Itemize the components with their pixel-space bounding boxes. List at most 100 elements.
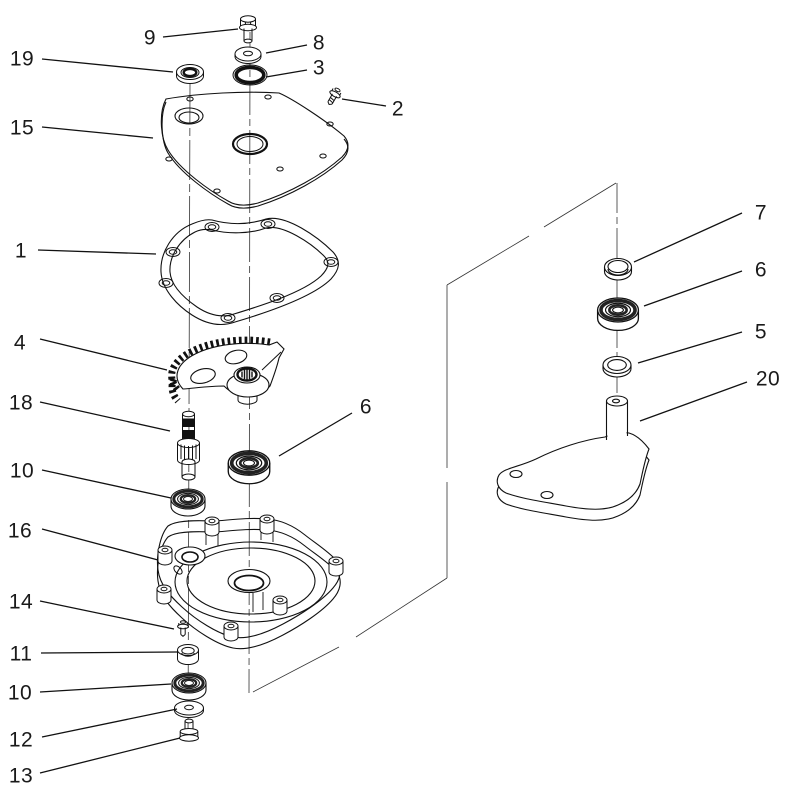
shaft-top xyxy=(182,410,195,418)
leader-13 xyxy=(39,737,181,774)
housing-bowl-rim xyxy=(174,541,328,623)
leader-4 xyxy=(39,338,168,371)
part-15-cover-plate xyxy=(160,91,349,209)
callout-2: 2 xyxy=(391,97,405,121)
washer-hole xyxy=(243,50,253,57)
leader-11 xyxy=(40,651,178,654)
callout-10-upper: 10 xyxy=(9,459,35,483)
race-inner-depth xyxy=(607,268,629,276)
part-8-washer xyxy=(234,46,262,64)
washer12-face xyxy=(174,700,204,716)
ring5-top xyxy=(602,355,632,375)
screw-tip xyxy=(327,101,333,106)
bushing-bore xyxy=(182,67,198,78)
callout-10-lower: 10 xyxy=(7,681,33,705)
housing-bowl-floor xyxy=(186,547,316,615)
callout-1: 1 xyxy=(14,239,28,263)
part-6-bearing-middle xyxy=(226,448,272,486)
leader-3 xyxy=(265,69,308,78)
part-10-bearing-lower xyxy=(170,671,208,702)
plate-thickness-edge xyxy=(161,101,349,209)
leader-10-lower xyxy=(39,683,172,693)
oring-body xyxy=(234,65,266,85)
post-body xyxy=(607,402,627,438)
bolt13-head-top xyxy=(179,728,199,735)
part-4-sector-gear xyxy=(168,336,285,405)
callout-3: 3 xyxy=(312,56,326,80)
leader-9 xyxy=(162,28,239,38)
gear-teeth xyxy=(168,336,271,393)
part-9-bolt xyxy=(239,15,257,44)
plate-screw-holes xyxy=(165,94,334,194)
part-19-bushing xyxy=(176,64,204,84)
housing-flange xyxy=(156,517,341,639)
screw-shank xyxy=(327,93,338,105)
callout-9: 9 xyxy=(143,26,157,50)
leader-2 xyxy=(341,98,387,107)
phantom-boundary-lines xyxy=(252,182,617,693)
callout-18: 18 xyxy=(8,391,34,415)
callout-19: 19 xyxy=(9,47,35,71)
bolt13-flange xyxy=(179,734,199,742)
gear-arm-edge xyxy=(261,351,282,371)
leader-16 xyxy=(41,528,159,561)
housing-left-boss-bore xyxy=(181,551,199,563)
shaft-oring-band-2 xyxy=(182,430,195,439)
callout-4: 4 xyxy=(13,331,27,355)
part-20-arm-spindle xyxy=(496,395,650,521)
leader-19 xyxy=(41,58,174,73)
screw-flange xyxy=(329,90,341,99)
shaft-lower-cylinder xyxy=(181,458,196,477)
phantom-line-top xyxy=(446,182,617,286)
part-11-spacer xyxy=(177,644,199,665)
part-14-screw xyxy=(177,620,189,637)
leader-20 xyxy=(639,381,748,422)
gear-oval-hole-left xyxy=(190,368,216,384)
callout-12: 12 xyxy=(8,728,34,752)
arm-hole-right xyxy=(540,490,554,500)
part-3-oring xyxy=(232,64,268,86)
plate-center-ring-bore xyxy=(236,136,264,152)
callout-5: 5 xyxy=(754,320,768,344)
part-7-bearing-race xyxy=(603,257,633,281)
bolt-shank xyxy=(243,28,253,41)
housing-left-bearing-boss xyxy=(174,546,206,566)
part-16-housing xyxy=(156,514,344,650)
housing-center-bore xyxy=(233,574,265,592)
spacer-bore xyxy=(181,646,195,655)
gear-spline-bore xyxy=(236,367,258,382)
leader-18 xyxy=(39,401,171,432)
callout-6-right: 6 xyxy=(754,258,768,282)
screw-head-top xyxy=(334,87,341,93)
gear-spline-hatch xyxy=(241,369,253,380)
leader-lines xyxy=(37,28,748,774)
washer12-hole xyxy=(184,704,194,711)
part-1-gasket xyxy=(158,217,339,325)
gasket-inner-edge xyxy=(169,226,329,317)
leader-6-right xyxy=(643,270,743,307)
housing-bolt-lugs xyxy=(156,514,344,642)
screw14-head-top xyxy=(180,620,186,624)
callout-15: 15 xyxy=(9,116,35,140)
bolt-head-top xyxy=(240,15,256,23)
gasket-bolt-holes xyxy=(158,219,339,323)
leader-12 xyxy=(41,708,178,738)
phantom-line-bottom xyxy=(252,577,448,693)
housing-bottom-column xyxy=(252,592,264,612)
leader-10-upper xyxy=(41,469,172,499)
ring5-hole xyxy=(607,359,627,371)
oring-outer xyxy=(232,64,268,86)
screw14-flange xyxy=(177,623,189,630)
part-18-shaft xyxy=(177,410,200,481)
bolt-tip xyxy=(243,38,253,44)
housing-thickness xyxy=(156,528,341,650)
leader-14 xyxy=(39,600,175,630)
part-13-bolt xyxy=(179,718,199,742)
screw14-shank xyxy=(180,627,186,637)
leader-6-middle xyxy=(278,412,353,457)
callout-6-middle: 6 xyxy=(359,395,373,419)
housing-drain-hole xyxy=(173,565,183,575)
post-top xyxy=(605,395,629,407)
